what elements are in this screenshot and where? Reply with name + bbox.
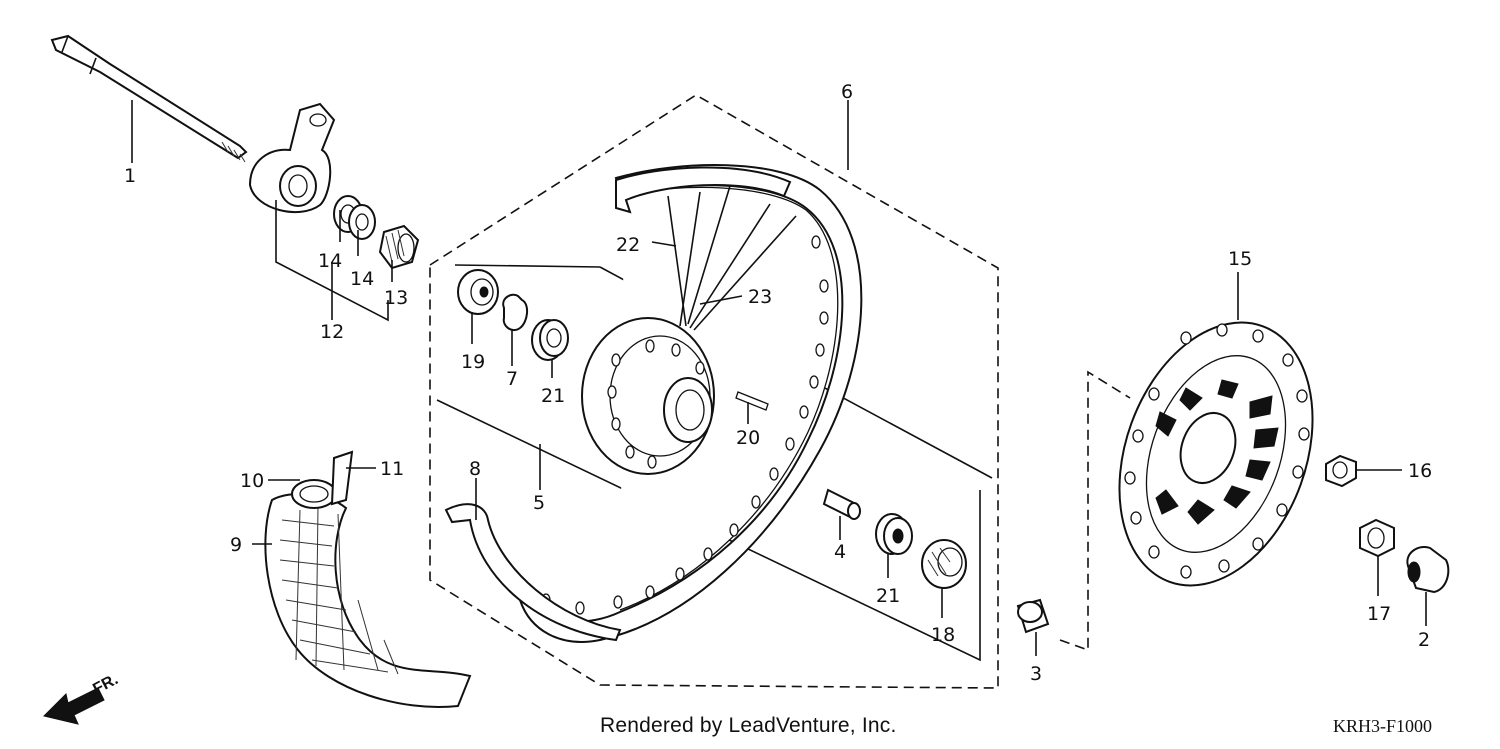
render-credit: Rendered by LeadVenture, Inc.: [600, 714, 897, 737]
speedometer-gearbox: [248, 102, 336, 214]
callout-10: 10: [240, 470, 264, 492]
bearing-right: [875, 513, 913, 555]
callout-14b: 14: [350, 268, 374, 290]
callout-3: 3: [1030, 663, 1042, 685]
diagram-code: KRH3-F1000: [1333, 716, 1433, 736]
callout-18: 18: [931, 624, 955, 646]
callout-16: 16: [1408, 460, 1432, 482]
axle-cap: [1406, 546, 1450, 594]
callout-8: 8: [469, 458, 481, 480]
callout-21b: 21: [876, 585, 900, 607]
collar: [1016, 598, 1050, 634]
washers: [333, 195, 376, 240]
callout-20: 20: [736, 427, 760, 449]
rim-band: [444, 166, 792, 642]
wheel-hub: [581, 317, 715, 475]
callout-15: 15: [1228, 248, 1252, 270]
callout-5: 5: [533, 492, 545, 514]
dust-seal: [921, 539, 967, 589]
leader-lines: [131, 100, 1427, 656]
callout-14a: 14: [318, 250, 342, 272]
callout-9: 9: [230, 534, 242, 556]
axle-nut: [1359, 518, 1395, 558]
tire: [264, 450, 472, 708]
spokes: [667, 185, 797, 331]
oil-seal: [457, 269, 499, 315]
callout-2: 2: [1418, 629, 1430, 651]
disc-bolt: [1325, 454, 1357, 488]
callout-4: 4: [834, 541, 846, 563]
callout-21a: 21: [541, 385, 565, 407]
callout-labels: 1 2 3 4 5 6 7 8 9 10 11 12 13 14 14 15 1…: [124, 81, 1432, 685]
axle-part: [50, 34, 248, 163]
front-direction-arrow: [43, 687, 105, 725]
callout-17: 17: [1367, 603, 1391, 625]
callout-23: 23: [748, 286, 772, 308]
callout-13: 13: [384, 287, 408, 309]
stud: [735, 391, 769, 411]
callout-12: 12: [320, 321, 344, 343]
bearing-left: [531, 319, 569, 361]
callout-7: 7: [506, 368, 518, 390]
brake-disc: [1118, 321, 1314, 587]
drive-gear: [378, 224, 420, 270]
callout-1: 1: [124, 165, 136, 187]
callout-6: 6: [841, 81, 853, 103]
retainer: [502, 293, 528, 332]
spacer: [822, 488, 861, 520]
callout-22: 22: [616, 234, 640, 256]
callout-11: 11: [380, 458, 404, 480]
callout-19: 19: [461, 351, 485, 373]
